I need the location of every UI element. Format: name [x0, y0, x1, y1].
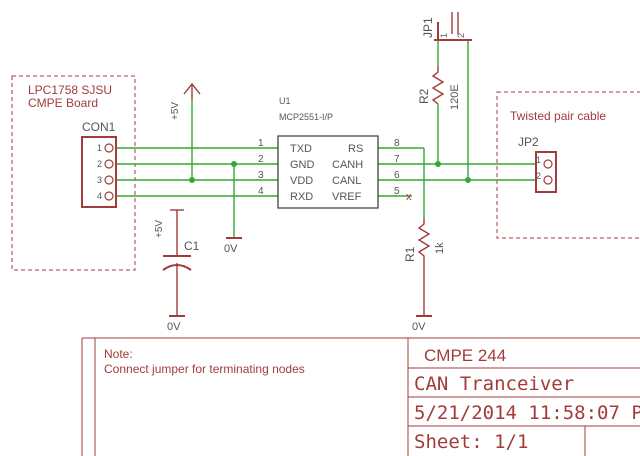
- drawing-title: CAN Tranceiver: [414, 373, 574, 395]
- u1-pin-txd: TXD: [290, 143, 312, 155]
- board-label-line2: CMPE Board: [28, 96, 98, 110]
- drawing-date: 5/21/2014 11:58:07 P: [414, 402, 640, 424]
- con1-pin-1: 1: [97, 143, 102, 153]
- u1-pin-vdd: VDD: [290, 175, 313, 187]
- supply-5v-a-label: +5V: [170, 102, 181, 120]
- u1-pin-vref: VREF: [332, 191, 362, 203]
- course-label: CMPE 244: [424, 346, 506, 365]
- jp2-pin-2: 2: [536, 171, 541, 181]
- u1-pin7-num: 7: [394, 154, 400, 165]
- u1-pin2-num: 2: [258, 154, 264, 165]
- supply-5v-b-label: +5V: [154, 220, 165, 238]
- note-text: Connect jumper for terminating nodes: [104, 362, 305, 376]
- u1-pin-rs: RS: [348, 143, 363, 155]
- note-heading: Note:: [104, 347, 133, 361]
- u1-pin-canl: CANL: [332, 175, 361, 187]
- board-label-line1: LPC1758 SJSU: [28, 83, 112, 97]
- u1-name: U1: [279, 96, 291, 106]
- title-block: [81, 337, 640, 456]
- u1-vref-no-connect: x: [406, 191, 412, 203]
- jp2-name: JP2: [518, 135, 539, 149]
- jp2-body: [535, 151, 557, 193]
- c1-label: C1: [184, 239, 200, 253]
- c1-symbol: [162, 255, 192, 316]
- u1-pin1-num: 1: [258, 138, 264, 149]
- jp1-pin-1: 1: [439, 33, 449, 38]
- u1-pin8-num: 8: [394, 138, 400, 149]
- cable-box: [496, 91, 640, 239]
- u1-body: [277, 135, 379, 209]
- jp2-pin-1: 1: [536, 155, 541, 165]
- u1-pin4-num: 4: [258, 186, 264, 197]
- r1-name: R1: [403, 246, 417, 262]
- jp1-pin-2: 2: [456, 33, 466, 38]
- r2-name: R2: [417, 88, 431, 104]
- u1-pin-rxd: RXD: [290, 191, 313, 203]
- sheet-number: Sheet: 1/1: [414, 431, 528, 453]
- r1-symbol: [417, 218, 431, 316]
- u1-pin3-num: 3: [258, 170, 264, 181]
- u1-part: MCP2551-I/P: [279, 112, 333, 122]
- con1-label: CON1: [82, 120, 116, 134]
- ground-a-label: 0V: [224, 243, 238, 255]
- con1-pin-4: 4: [97, 191, 102, 201]
- u1-pin-gnd: GND: [290, 159, 315, 171]
- r2-symbol: [431, 66, 445, 105]
- u1-pin-canh: CANH: [332, 159, 363, 171]
- con1-body: [81, 136, 117, 208]
- jp1-symbol: [434, 12, 472, 41]
- con1-pin-2: 2: [97, 159, 102, 169]
- wires: [116, 40, 536, 238]
- u1-pin5-num: 5: [394, 186, 400, 197]
- ground-c-label: 0V: [412, 321, 426, 333]
- ground-b-label: 0V: [167, 321, 181, 333]
- jp1-name: JP1: [421, 17, 435, 38]
- supply-5v-b-symbol: [170, 209, 184, 256]
- r1-value: 1k: [434, 242, 446, 254]
- con1-pins: [104, 143, 114, 201]
- r2-value: 120E: [449, 84, 461, 110]
- cable-box-label: Twisted pair cable: [510, 109, 606, 123]
- junctions: [189, 161, 471, 183]
- con1-pin-3: 3: [97, 175, 102, 185]
- board-box: [11, 75, 136, 271]
- jp2-pins: [543, 159, 553, 185]
- supply-5v-a-symbol: [183, 82, 201, 100]
- u1-pin6-num: 6: [394, 170, 400, 181]
